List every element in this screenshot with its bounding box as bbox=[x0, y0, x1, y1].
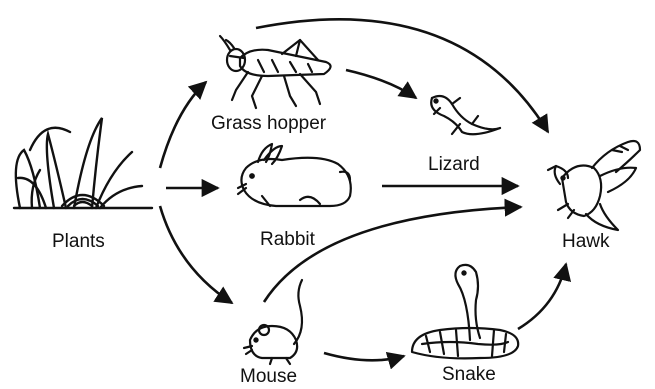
label-plants: Plants bbox=[52, 231, 105, 253]
arrow-plants-to-mouse bbox=[160, 206, 232, 303]
label-rabbit: Rabbit bbox=[260, 229, 315, 251]
arrow-grasshopper-to-lizard bbox=[346, 70, 416, 98]
arrow-plants-to-grasshopper bbox=[160, 82, 206, 168]
rabbit-icon bbox=[238, 144, 351, 206]
arrow-mouse-to-snake bbox=[324, 353, 404, 360]
label-hawk: Hawk bbox=[562, 231, 610, 253]
arrow-snake-to-hawk bbox=[518, 264, 566, 329]
mouse-icon bbox=[244, 280, 302, 364]
arrows bbox=[160, 19, 566, 360]
snake-icon bbox=[412, 265, 518, 359]
label-mouse: Mouse bbox=[240, 366, 297, 388]
grasshopper-icon bbox=[220, 36, 331, 108]
hawk-icon bbox=[548, 141, 640, 230]
label-grasshopper: Grass hopper bbox=[211, 113, 326, 135]
arrow-mouse-to-hawk bbox=[264, 207, 521, 302]
lizard-icon bbox=[431, 96, 500, 134]
label-lizard: Lizard bbox=[428, 154, 480, 176]
plant-icon bbox=[14, 118, 152, 208]
label-snake: Snake bbox=[442, 364, 496, 386]
